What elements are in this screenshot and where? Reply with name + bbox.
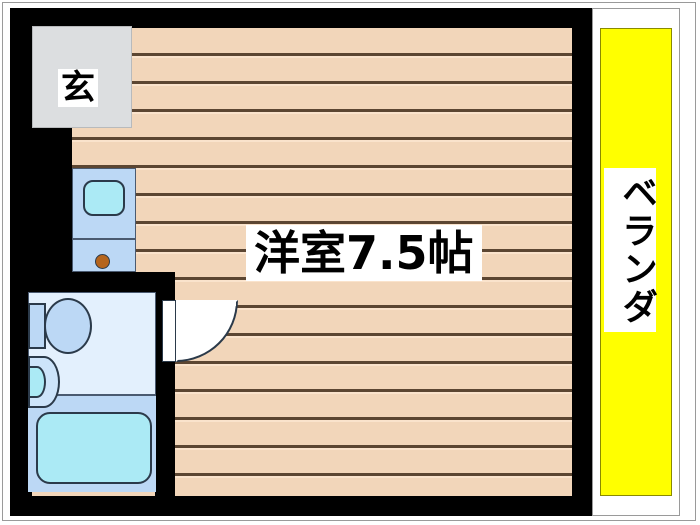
kitchen-counter-divider xyxy=(72,238,136,240)
door-swing-fill xyxy=(176,300,236,306)
stove-burner-icon xyxy=(95,254,110,269)
wall-kitchen-bath-divider xyxy=(10,272,175,292)
veranda-label: ベランダ xyxy=(604,168,657,332)
wall-left-middle xyxy=(10,128,72,288)
wall-bottom xyxy=(10,496,600,516)
main-room-label: 洋室7.5帖 xyxy=(246,225,482,281)
genkan-label: 玄 xyxy=(58,69,98,107)
wash-basin-bowl-icon xyxy=(28,366,46,398)
wall-left-upper xyxy=(10,8,32,136)
sink-basin xyxy=(83,180,125,216)
toilet-bowl-icon xyxy=(44,298,92,354)
bathroom-door-panel[interactable] xyxy=(162,300,176,362)
wall-left-lower xyxy=(10,288,32,516)
wall-genkan-base xyxy=(10,128,72,148)
bathtub-icon xyxy=(36,412,152,484)
wall-top xyxy=(10,8,600,28)
